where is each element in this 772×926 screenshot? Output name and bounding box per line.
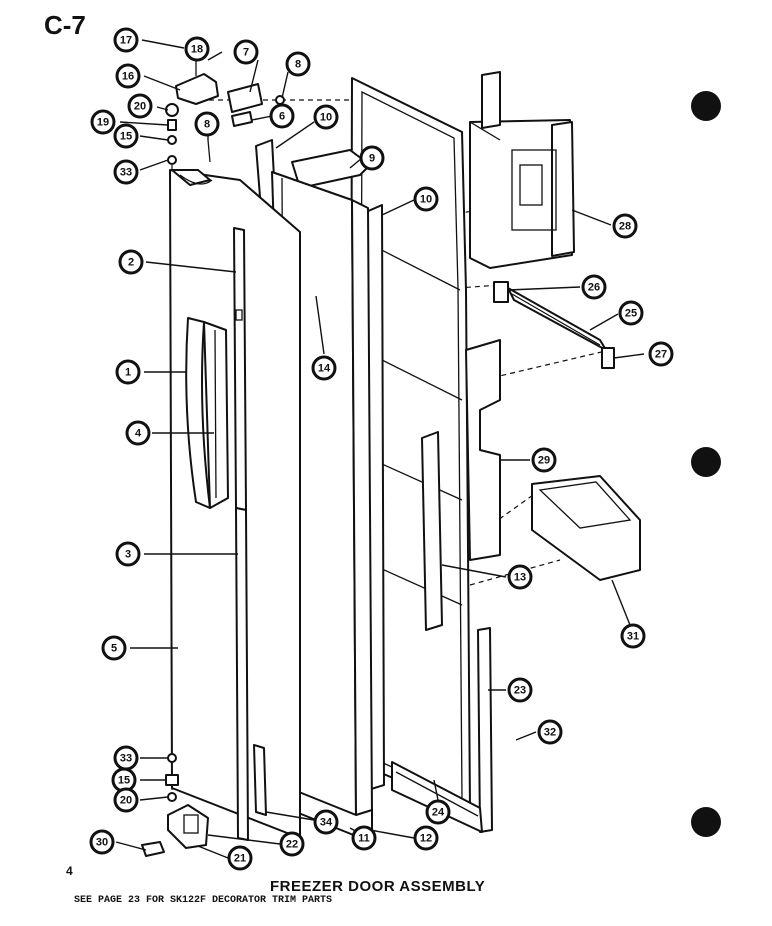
callout-5: 5	[101, 635, 127, 661]
callout-21: 21	[227, 845, 253, 871]
callout-label: 29	[538, 455, 550, 467]
callout-31: 31	[620, 623, 646, 649]
callout-label: 22	[286, 839, 298, 851]
callout-label: 32	[544, 727, 556, 739]
callout-label: 33	[120, 753, 132, 765]
callout-9: 9	[359, 145, 385, 171]
callout-26: 26	[581, 274, 607, 300]
callout-label: 7	[243, 47, 249, 59]
callout-1: 1	[115, 359, 141, 385]
part-3-trim-strip-lower	[235, 507, 249, 841]
callout-13: 13	[507, 564, 533, 590]
top-hinge-hardware	[165, 40, 285, 165]
page-number: 4	[66, 864, 73, 878]
callout-label: 8	[204, 119, 210, 131]
callout-8: 8	[285, 51, 311, 77]
callout-label: 17	[120, 35, 132, 47]
callout-label: 31	[627, 631, 639, 643]
callout-label: 10	[420, 194, 432, 206]
callout-14: 14	[311, 355, 337, 381]
callout-6: 6	[269, 103, 295, 129]
part-28-bracket-housing	[469, 71, 575, 269]
callout-label: 28	[619, 221, 631, 233]
callout-label: 21	[234, 853, 246, 865]
callout-label: 18	[191, 44, 203, 56]
callout-label: 11	[358, 833, 370, 845]
callout-11: 11	[351, 825, 377, 851]
callout-20: 20	[127, 93, 153, 119]
callout-10: 10	[413, 186, 439, 212]
part-1-handle	[185, 317, 229, 509]
callout-19: 19	[90, 109, 116, 135]
callout-label: 34	[320, 817, 333, 829]
callout-label: 3	[125, 549, 131, 561]
callout-label: 14	[318, 363, 331, 375]
callout-32: 32	[537, 719, 563, 745]
callout-3: 3	[115, 541, 141, 567]
callout-16: 16	[115, 63, 141, 89]
registration-mark	[691, 807, 721, 837]
callout-label: 20	[134, 101, 146, 113]
diagram-note: SEE PAGE 23 FOR SK122F DECORATOR TRIM PA…	[74, 895, 333, 906]
callout-label: 30	[96, 837, 108, 849]
callout-label: 27	[655, 349, 667, 361]
callout-17: 17	[113, 27, 139, 53]
bottom-hinge-hardware	[141, 753, 209, 857]
callout-label: 25	[625, 308, 637, 320]
part-26-clip	[493, 281, 509, 303]
callout-label: 9	[369, 153, 375, 165]
callout-24: 24	[425, 799, 451, 825]
callout-label: 15	[120, 131, 132, 143]
callout-30: 30	[89, 829, 115, 855]
callout-15: 15	[113, 123, 139, 149]
callout-28: 28	[612, 213, 638, 239]
callout-label: 23	[514, 685, 526, 697]
callout-label: 4	[135, 428, 142, 440]
callout-33: 33	[113, 745, 139, 771]
callout-18: 18	[184, 36, 210, 62]
callout-34: 34	[313, 809, 339, 835]
callout-label: 8	[295, 59, 301, 71]
callout-8: 8	[194, 111, 220, 137]
callout-12: 12	[413, 825, 439, 851]
callout-label: 2	[128, 257, 134, 269]
registration-mark	[691, 91, 721, 121]
callout-label: 19	[97, 117, 109, 129]
part-13-shelf-strip	[421, 431, 443, 631]
part-34-lower-strip	[253, 744, 267, 816]
page-code: C-7	[44, 10, 86, 40]
callout-10: 10	[313, 104, 339, 130]
callout-27: 27	[648, 341, 674, 367]
callout-label: 15	[118, 775, 130, 787]
callout-label: 26	[588, 282, 600, 294]
callout-33: 33	[113, 159, 139, 185]
callout-label: 33	[120, 167, 132, 179]
callout-label: 20	[120, 795, 132, 807]
callout-23: 23	[507, 677, 533, 703]
callout-label: 24	[432, 807, 445, 819]
part-2-trim-strip-top	[233, 227, 247, 511]
callout-2: 2	[118, 249, 144, 275]
callout-label: 12	[420, 833, 432, 845]
registration-mark	[691, 447, 721, 477]
callout-label: 6	[279, 111, 285, 123]
diagram-title: FREEZER DOOR ASSEMBLY	[270, 878, 486, 895]
callout-label: 13	[514, 572, 526, 584]
callout-label: 16	[122, 71, 134, 83]
callout-label: 10	[320, 112, 332, 124]
part-27-clip	[601, 347, 615, 369]
part-31-bin	[531, 475, 641, 581]
callout-25: 25	[618, 300, 644, 326]
callout-4: 4	[125, 420, 151, 446]
callout-29: 29	[531, 447, 557, 473]
callout-22: 22	[279, 831, 305, 857]
callout-7: 7	[233, 39, 259, 65]
callout-label: 5	[111, 643, 117, 655]
callout-20: 20	[113, 787, 139, 813]
callout-label: 1	[125, 367, 131, 379]
